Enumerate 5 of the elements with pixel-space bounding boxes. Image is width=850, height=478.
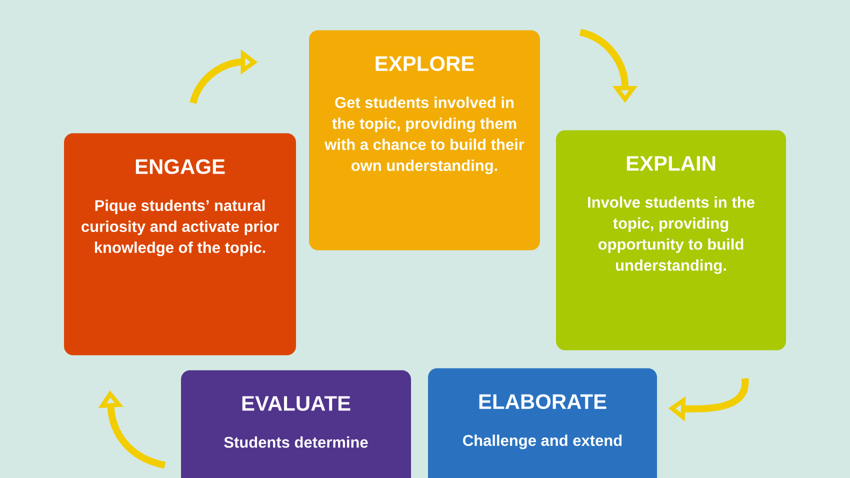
- stage-box: EXPLORE Get students involved in the topic, providing them with a chance to build their own understanding.: [309, 30, 540, 250]
- stage-box: EVALUATE Students determine: [181, 370, 411, 478]
- stage-box: EXPLAIN Involve students in the topic, providing opportunity to build understanding.: [556, 130, 786, 350]
- stage-box: ENGAGE Pique students’ natural curiosity and activate prior knowledge of the topic.: [64, 133, 296, 356]
- stage-box: ELABORATE Challenge and extend: [428, 368, 657, 478]
